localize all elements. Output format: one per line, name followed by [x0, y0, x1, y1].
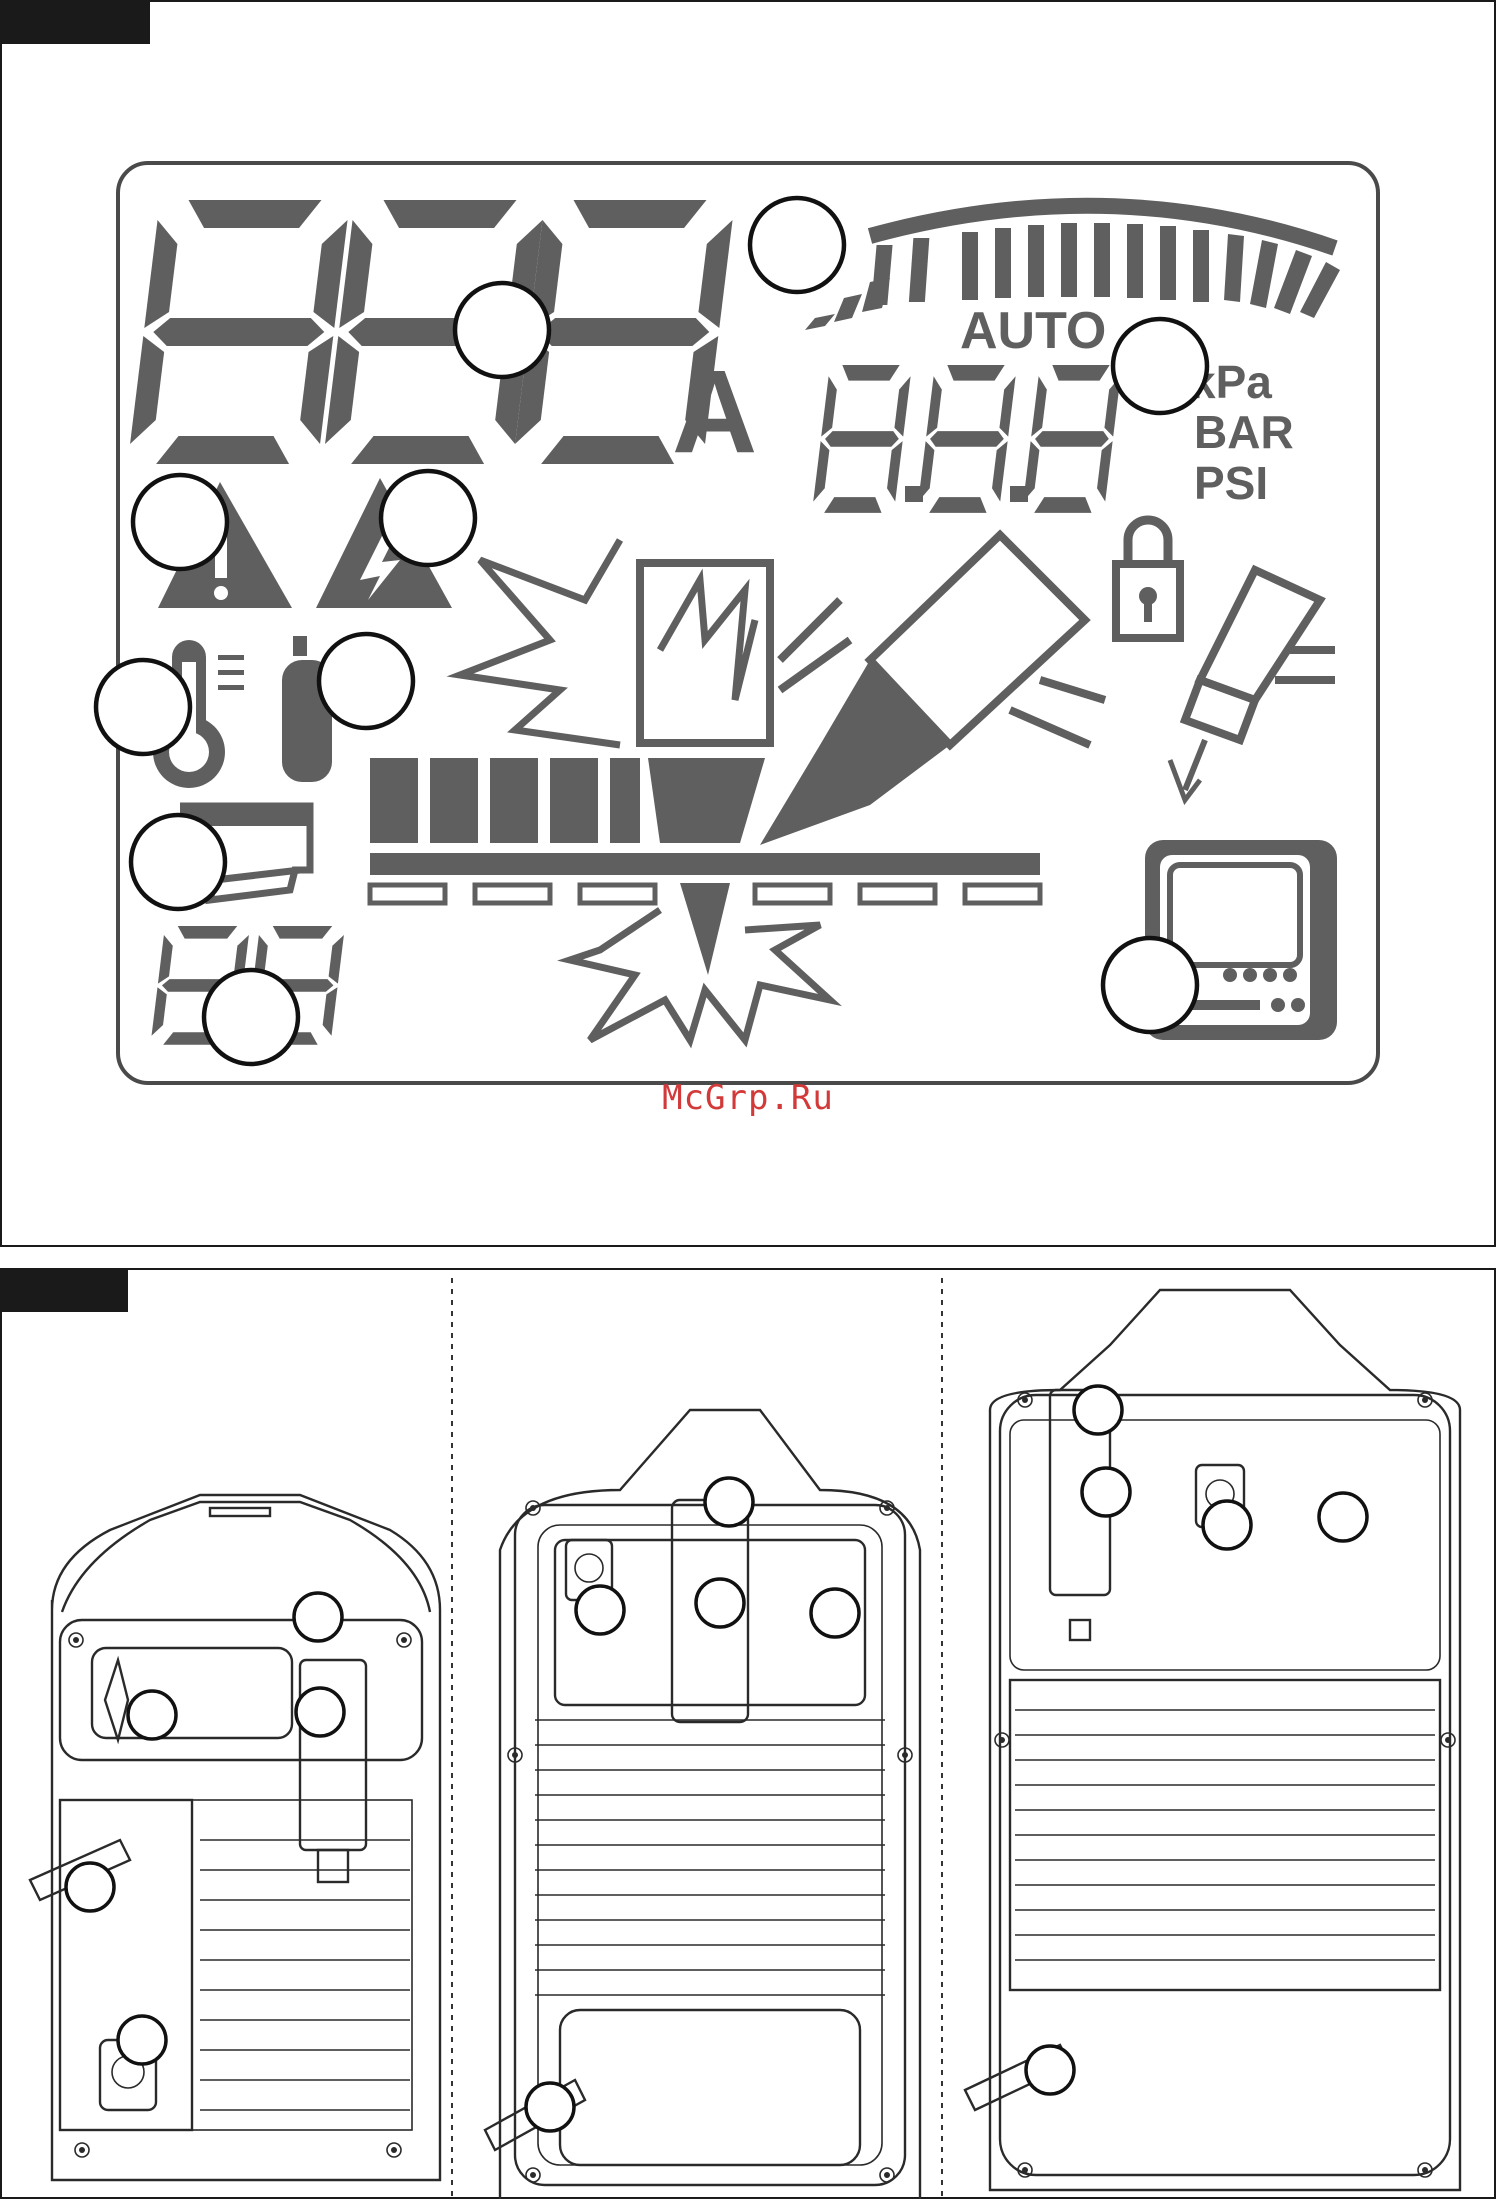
unit-psi: PSI — [1194, 457, 1268, 509]
current-unit: A — [672, 346, 757, 478]
unit-bar: BAR — [1194, 406, 1294, 458]
arc-length-bars — [370, 758, 1040, 903]
arc-spark-icon — [570, 883, 830, 1040]
rear-view-large-machine — [965, 1290, 1460, 2190]
rear-view-medium-machine — [485, 1410, 920, 2199]
auto-label: AUTO — [960, 302, 1106, 360]
lock-icon — [1112, 520, 1184, 642]
rear-view-small-machine — [30, 1495, 440, 2180]
watermark: McGrp.Ru — [0, 1078, 1496, 1118]
mig-gun-icon — [760, 535, 1105, 845]
pressure-digits — [812, 365, 1122, 513]
current-digits — [128, 200, 735, 464]
mig-torch-icon — [1170, 570, 1335, 800]
electrode-holder-icon — [460, 540, 850, 745]
